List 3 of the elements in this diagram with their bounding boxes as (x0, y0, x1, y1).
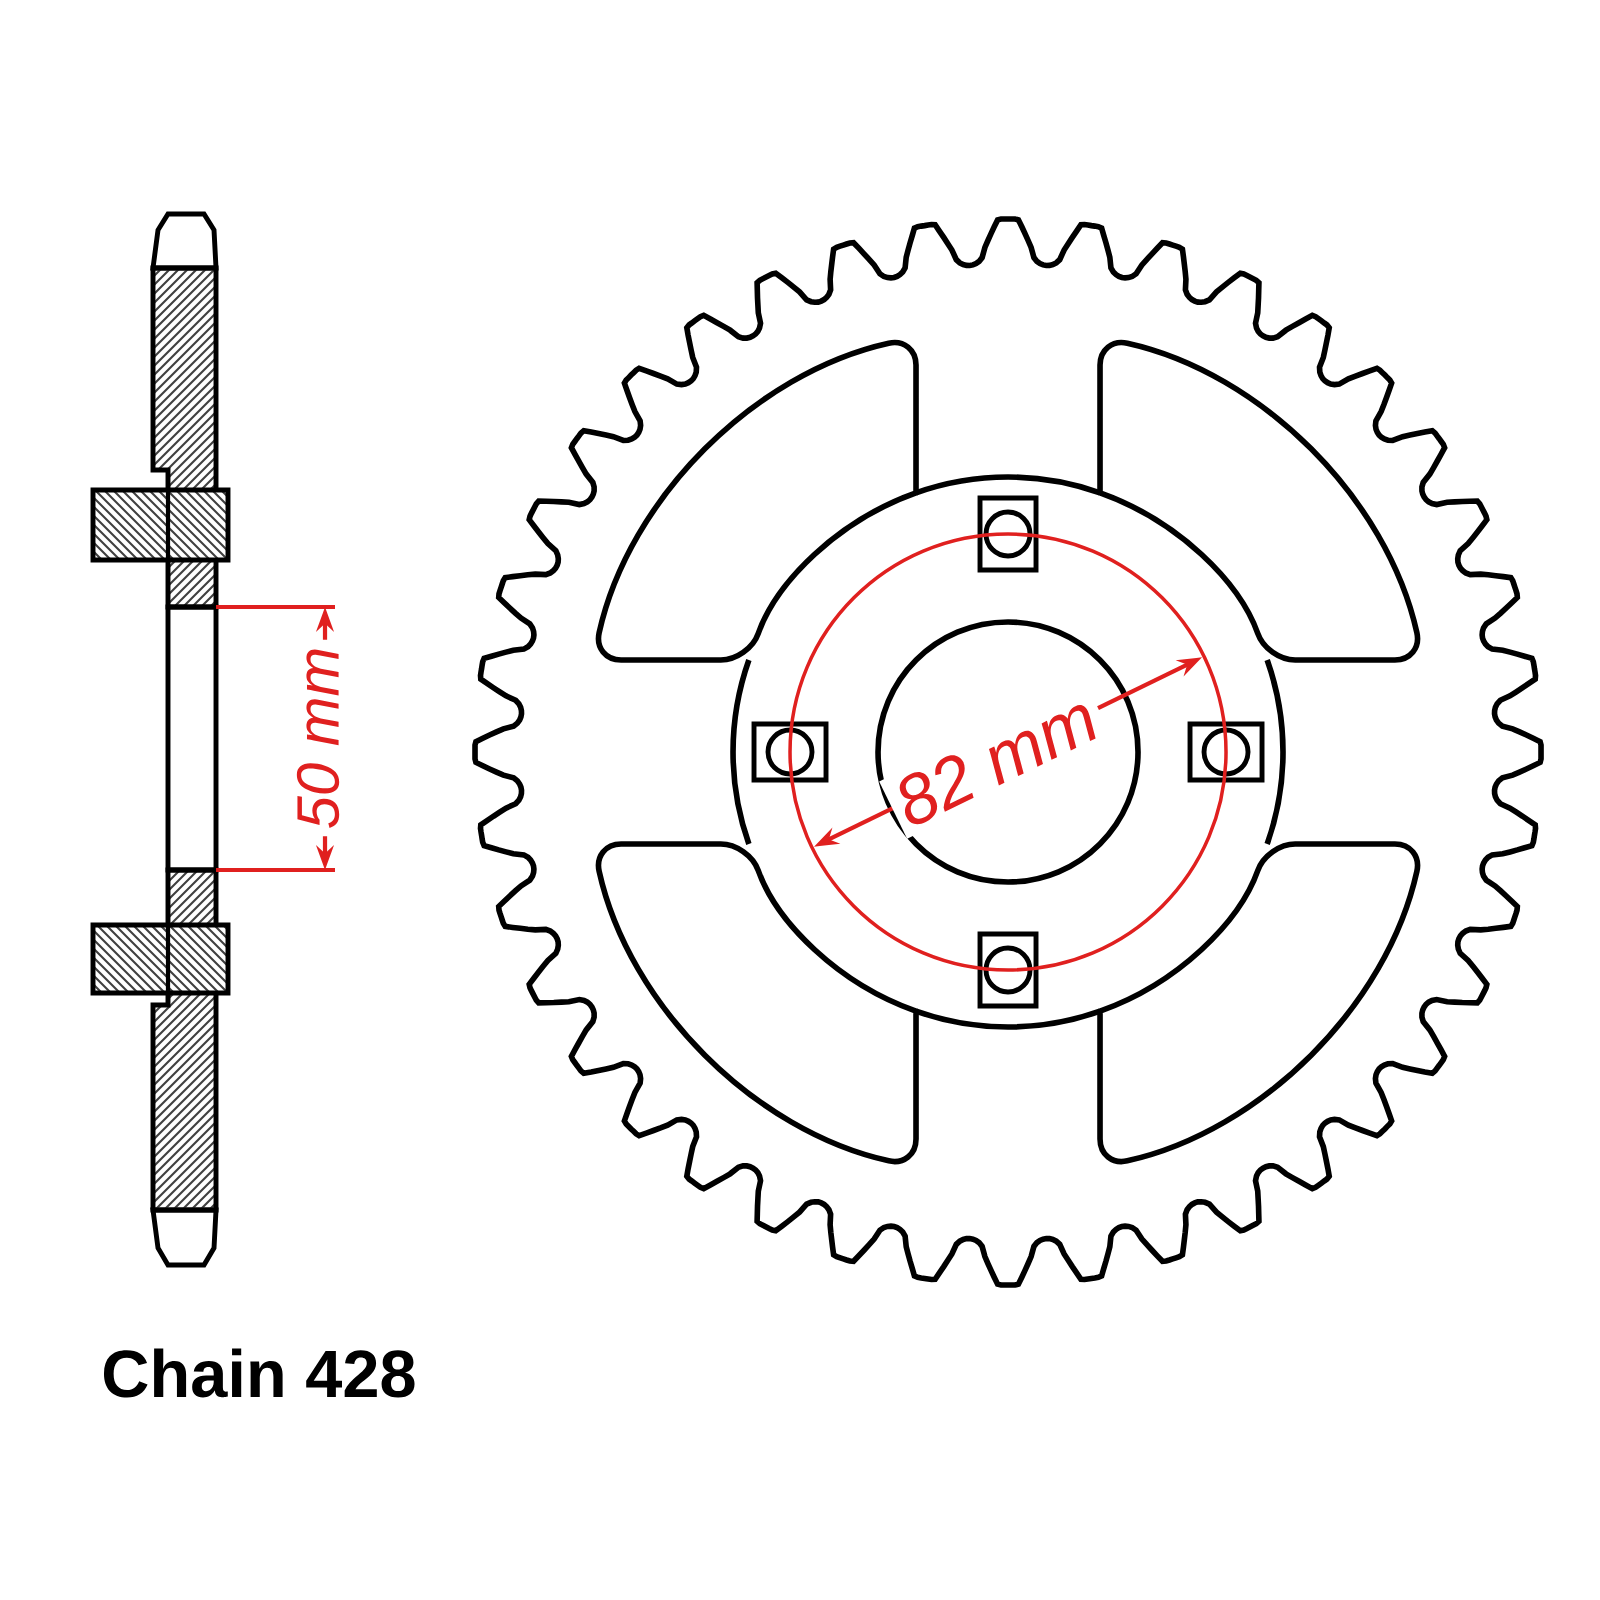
chain-label: Chain 428 (104, 1348, 415, 1398)
dimension-label: 82 mm (879, 681, 1113, 839)
dimension-label: 50 mm (289, 639, 347, 837)
